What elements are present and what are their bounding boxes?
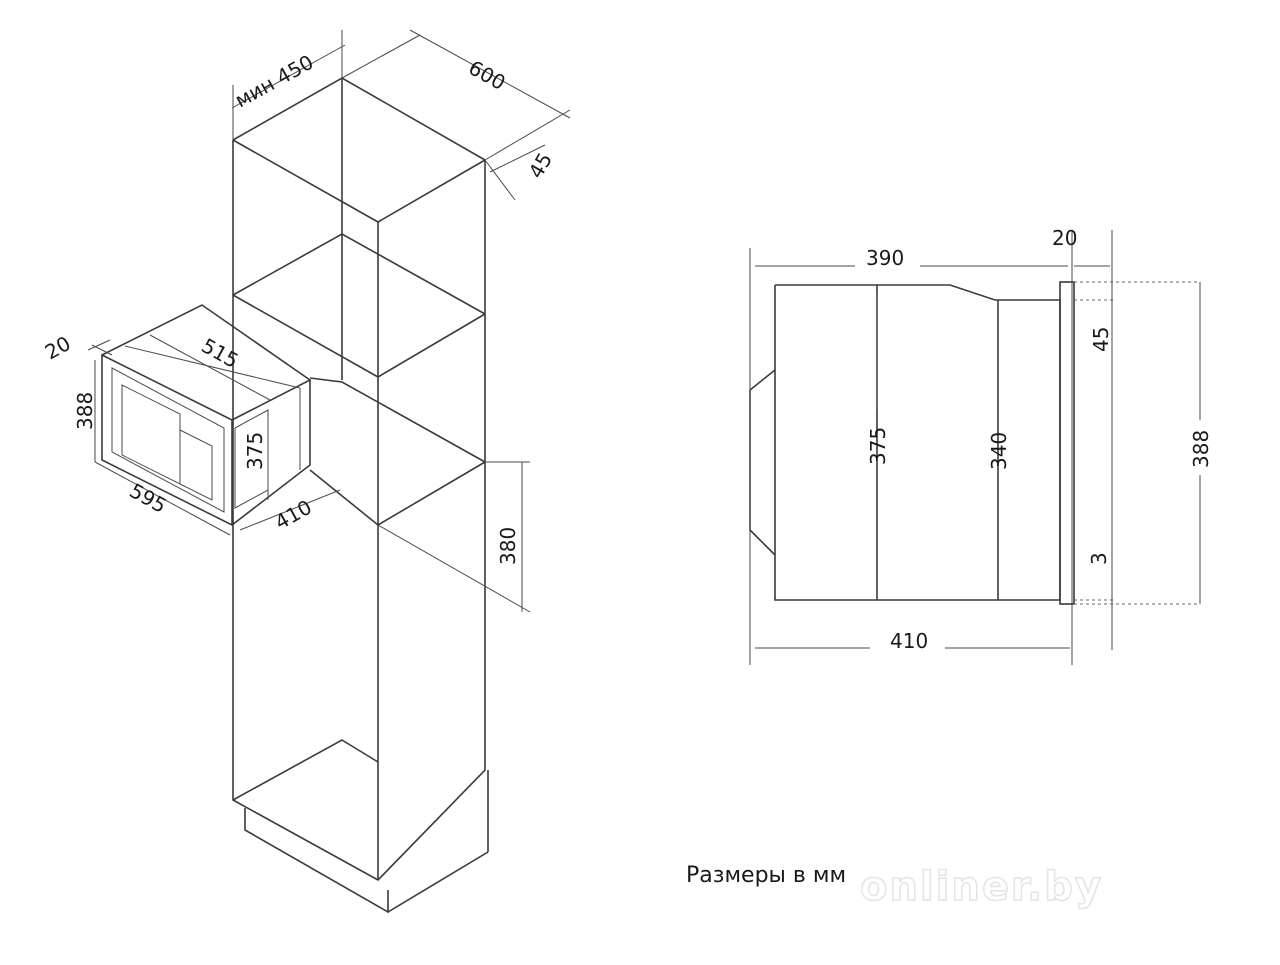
label-min-width: мин 450	[231, 50, 318, 113]
label-oven-height: 388	[73, 392, 97, 430]
label-total-height: 388	[1189, 430, 1213, 468]
label-oven-inner-width: 515	[198, 333, 243, 373]
cabinet-drawing	[232, 77, 489, 914]
side-view-body	[774, 284, 1061, 601]
side-view-dimension-labels: 390 20 45 375 340 388 3 410	[866, 226, 1213, 653]
label-niche-height: 380	[496, 527, 520, 565]
microwave-drawing	[101, 304, 312, 527]
cabinet-dimension-lines	[87, 29, 571, 613]
label-total-depth: 410	[890, 629, 928, 653]
label-body-height: 375	[866, 427, 890, 465]
cabinet-dimension-labels: мин 450 600 45 380 20 388 515 375 595 41…	[41, 50, 557, 565]
label-oven-frame: 20	[41, 331, 75, 364]
label-inner-height: 340	[987, 432, 1011, 470]
label-offset-top: 45	[1089, 327, 1113, 352]
watermark: onliner.by	[860, 864, 1103, 910]
cabinet-outline	[232, 77, 486, 881]
side-view-dimension-lines	[749, 230, 1201, 665]
label-top-depth: 390	[866, 246, 904, 270]
label-offset-bottom: 3	[1087, 552, 1111, 565]
caption: Размеры в мм	[686, 863, 846, 888]
label-oven-body-height: 375	[243, 432, 267, 470]
label-oven-width: 595	[126, 478, 171, 518]
label-oven-depth: 410	[271, 495, 316, 535]
label-cabinet-depth: 600	[465, 55, 510, 95]
label-front-frame: 20	[1052, 226, 1077, 250]
side-view-drawing	[749, 281, 1200, 605]
